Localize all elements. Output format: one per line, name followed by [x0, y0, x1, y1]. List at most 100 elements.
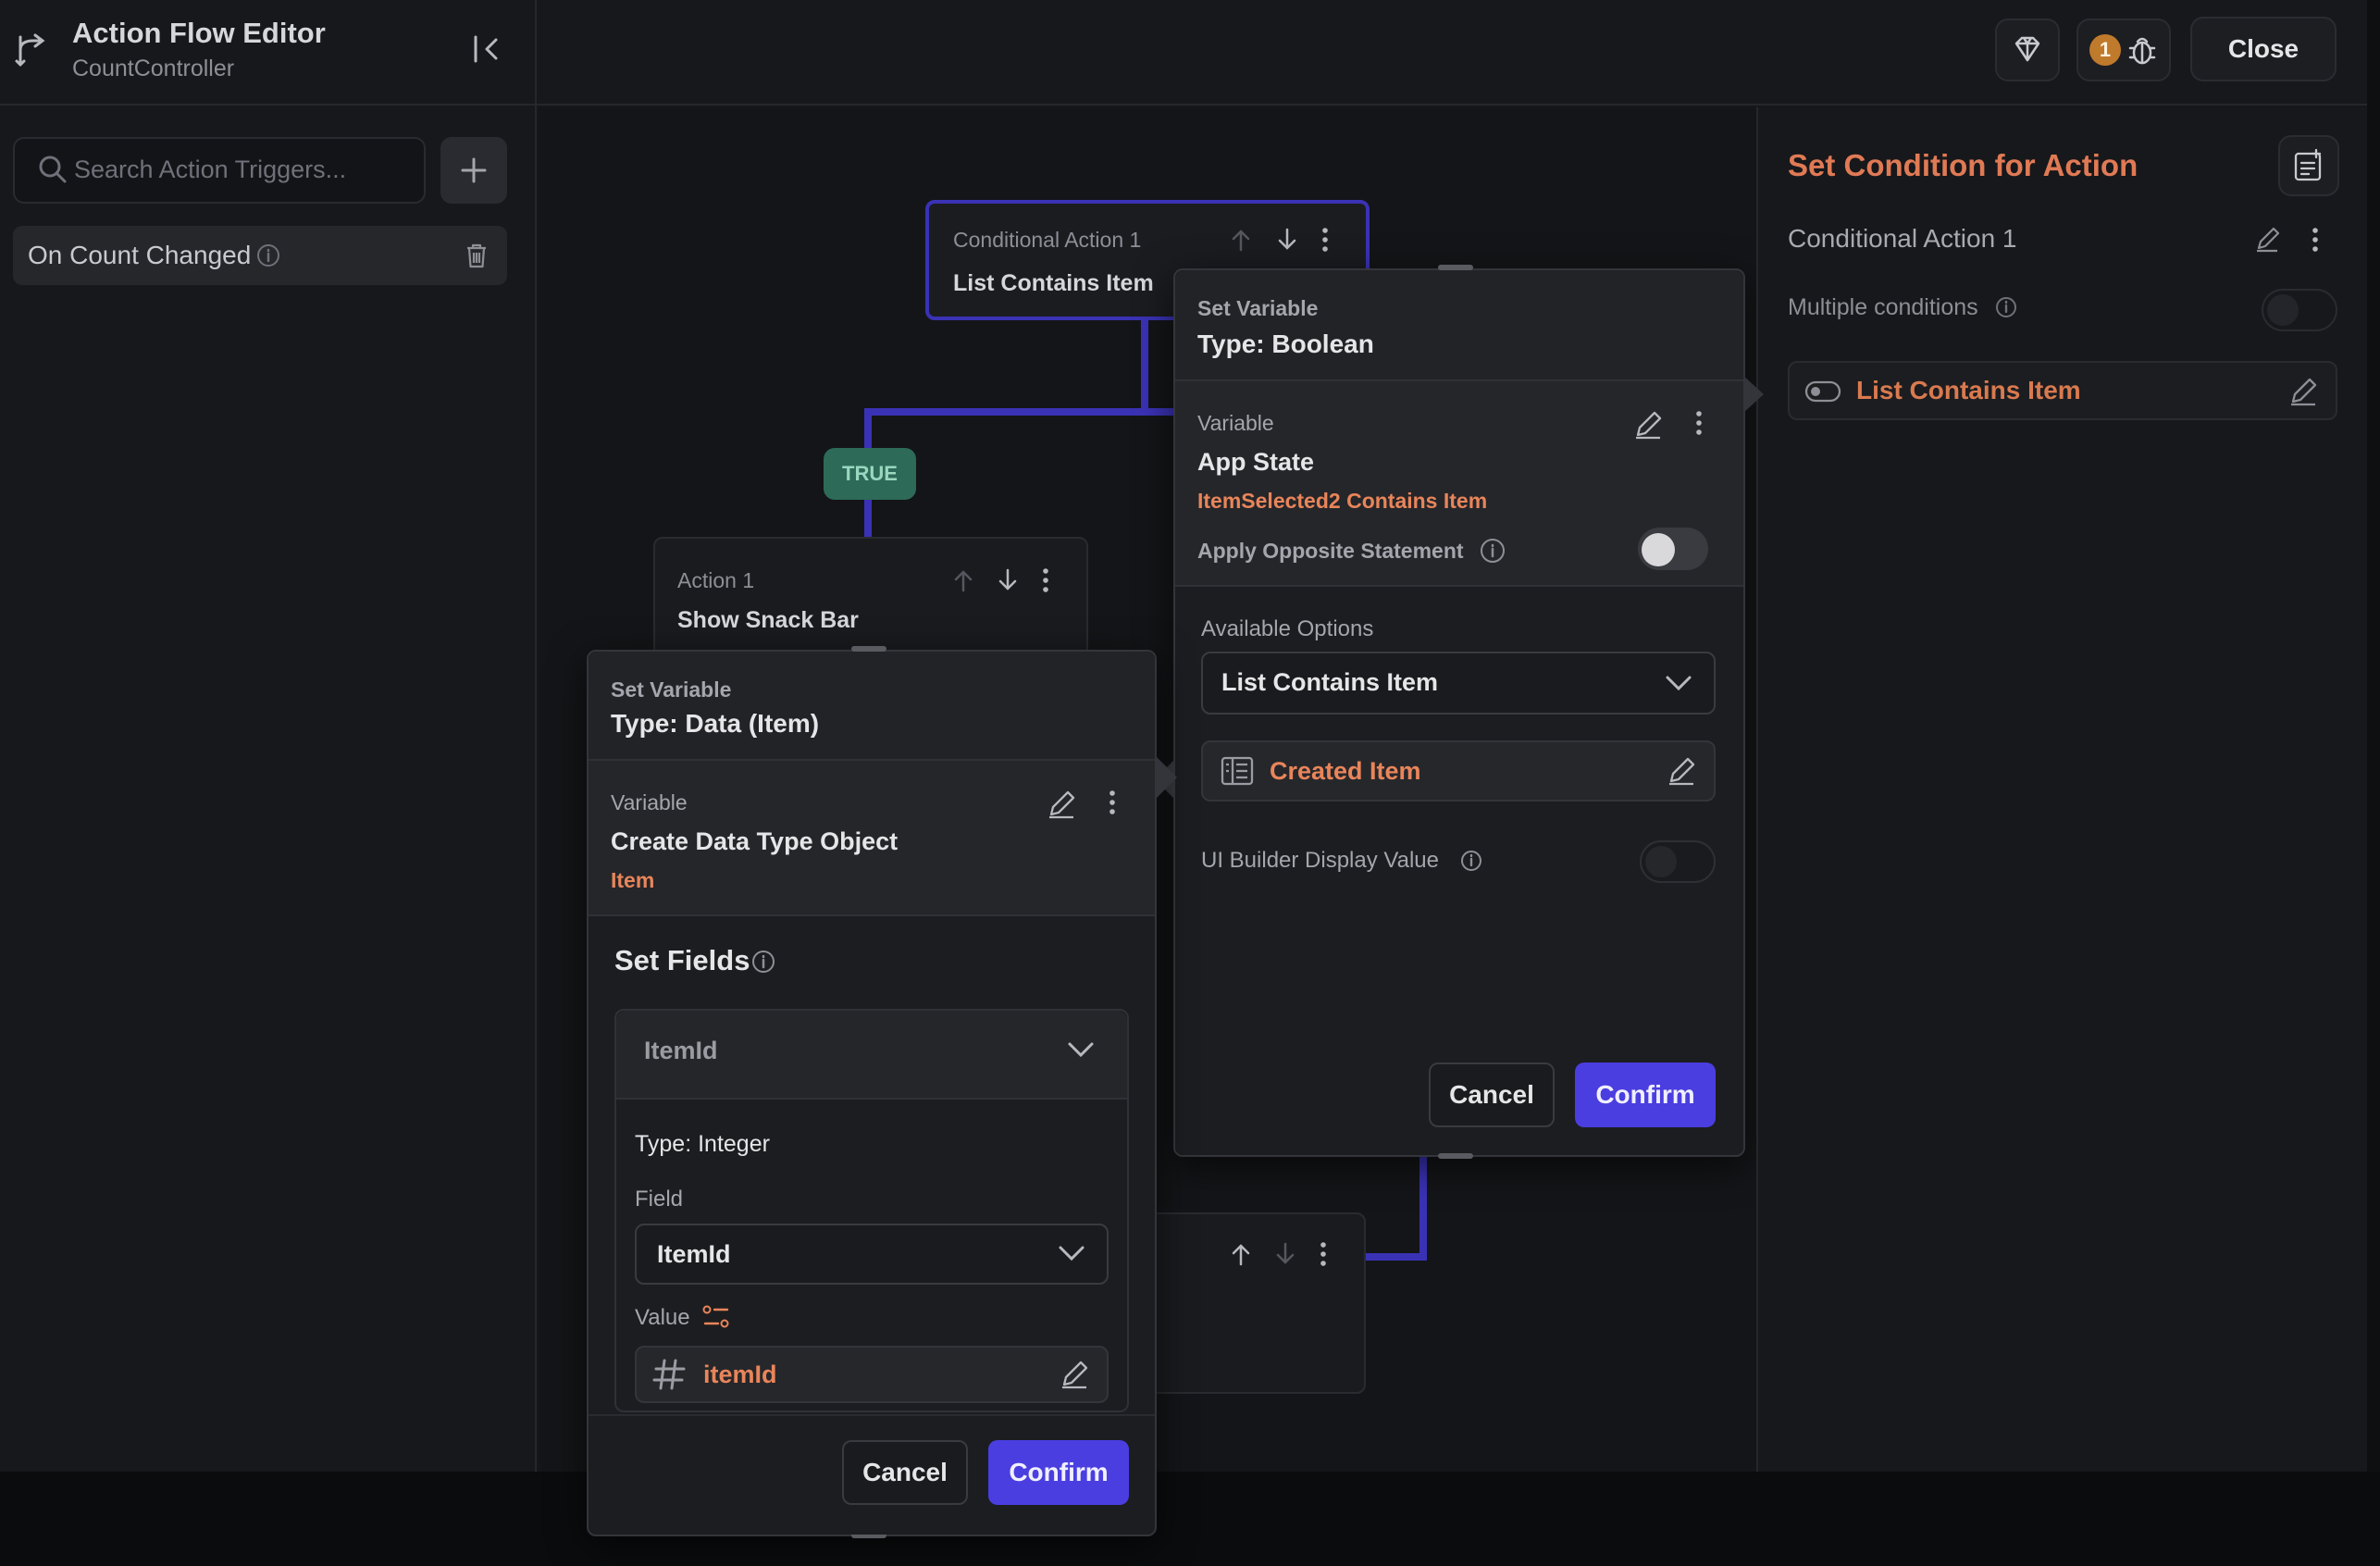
action-node-label: Action 1: [677, 568, 755, 592]
toggle-knob: [1645, 846, 1677, 877]
arrow-down-icon[interactable]: [1275, 226, 1299, 254]
variable-section: [589, 761, 1155, 916]
ui-builder-label: UI Builder Display Value: [1201, 848, 1440, 873]
value-label: Value: [635, 1305, 690, 1330]
available-options-dropdown[interactable]: [1201, 652, 1716, 715]
more-options-icon[interactable]: [2310, 226, 2321, 254]
edit-icon[interactable]: [1059, 1359, 1090, 1390]
add-note-button[interactable]: [2278, 135, 2339, 196]
issue-count-badge: 1: [2089, 34, 2121, 66]
type-label: Type: Integer: [635, 1131, 770, 1157]
value-text: itemId: [703, 1361, 777, 1388]
action-node[interactable]: [653, 537, 1088, 657]
condition-label: List Contains Item: [1856, 376, 2081, 404]
info-icon: [255, 242, 281, 268]
popup-header-type: Type: Boolean: [1197, 329, 1374, 358]
arrow-down-icon[interactable]: [1273, 1240, 1297, 1268]
selected-option: List Contains Item: [1221, 668, 1439, 696]
more-options-icon[interactable]: [1107, 789, 1118, 816]
toggle-knob: [2267, 294, 2299, 326]
edit-icon[interactable]: [2254, 226, 2282, 254]
note-add-icon: [2292, 148, 2325, 183]
info-icon: [1458, 848, 1484, 874]
variable-value: App State: [1197, 448, 1315, 476]
created-item-field[interactable]: [1201, 740, 1716, 802]
header-left: [0, 0, 537, 106]
conditional-node-label: Conditional Action 1: [953, 228, 1142, 252]
multiple-conditions-label: Multiple conditions: [1788, 294, 1978, 320]
cancel-button[interactable]: Cancel: [842, 1440, 968, 1505]
created-item-label: Created Item: [1270, 757, 1421, 785]
collapse-panel-icon[interactable]: [472, 33, 505, 65]
condition-panel-title: Set Condition for Action: [1788, 148, 2138, 182]
value-field[interactable]: [635, 1346, 1109, 1403]
condition-item[interactable]: [1788, 361, 2337, 420]
confirm-button[interactable]: Confirm: [1575, 1063, 1716, 1127]
field-select[interactable]: [616, 1011, 1127, 1100]
gem-button[interactable]: [1995, 19, 2060, 81]
edit-icon[interactable]: [2287, 376, 2319, 407]
chevron-down-icon: [1664, 672, 1693, 694]
connector-line: [1141, 318, 1148, 415]
popup-pointer: [1157, 757, 1177, 798]
variable-sub: ItemSelected2 Contains Item: [1197, 489, 1488, 513]
opposite-statement-label: Apply Opposite Statement: [1197, 539, 1464, 563]
field-select-value: ItemId: [644, 1037, 718, 1064]
arrow-up-icon[interactable]: [1229, 226, 1253, 254]
conditional-action-item: Conditional Action 1: [1788, 224, 2017, 253]
info-icon: [1479, 537, 1506, 565]
edit-icon[interactable]: [1666, 755, 1697, 787]
field-dropdown[interactable]: [635, 1224, 1109, 1285]
variable-source-icon[interactable]: [701, 1303, 731, 1331]
popup-header-type: Type: Data (Item): [611, 709, 820, 738]
more-options-icon[interactable]: [1320, 226, 1331, 254]
conditional-node-value: List Contains Item: [953, 270, 1154, 296]
drag-handle[interactable]: [851, 1533, 886, 1538]
arrow-down-icon[interactable]: [996, 566, 1020, 594]
more-options-icon[interactable]: [1693, 409, 1704, 437]
chevron-down-icon: [1057, 1242, 1086, 1264]
arrow-up-icon[interactable]: [951, 566, 975, 594]
variable-label: Variable: [611, 790, 688, 814]
page-title: Action Flow Editor: [72, 17, 326, 49]
action-node-partial[interactable]: [1147, 1212, 1366, 1394]
cancel-button[interactable]: Cancel: [1429, 1063, 1555, 1127]
connector-line: [1366, 1253, 1427, 1261]
search-input[interactable]: [13, 137, 426, 204]
variable-sub: Item: [611, 868, 655, 892]
edit-icon[interactable]: [1632, 409, 1664, 441]
confirm-button[interactable]: Confirm: [988, 1440, 1129, 1505]
popup-header: [1175, 270, 1743, 381]
connector-line: [1419, 1155, 1427, 1261]
add-trigger-button[interactable]: [440, 137, 507, 204]
hash-icon: [651, 1357, 687, 1392]
debug-button[interactable]: 1: [2076, 19, 2171, 81]
trigger-item-on-count-changed[interactable]: [13, 226, 507, 285]
set-fields-label: Set Fields: [614, 944, 750, 976]
connector-line: [864, 408, 1173, 416]
search-placeholder: Search Action Triggers...: [74, 155, 347, 183]
true-branch-label: TRUE: [824, 448, 916, 500]
close-button[interactable]: Close: [2190, 17, 2337, 81]
more-options-icon[interactable]: [1318, 1240, 1329, 1268]
field-label: Field: [635, 1187, 684, 1212]
chevron-down-icon: [1066, 1038, 1096, 1061]
drag-handle[interactable]: [1438, 265, 1473, 270]
trigger-label: On Count Changed: [28, 241, 252, 269]
drag-handle[interactable]: [1438, 1153, 1473, 1159]
popup-pointer: [1743, 376, 1764, 413]
flow-icon: [13, 31, 50, 70]
drag-handle[interactable]: [851, 646, 886, 652]
popup-header: [589, 652, 1155, 761]
trash-icon[interactable]: [463, 241, 490, 270]
available-options-label: Available Options: [1201, 616, 1374, 641]
popup-header-small: Set Variable: [1197, 296, 1319, 320]
gem-icon: [2011, 34, 2044, 66]
table-icon: [1220, 755, 1255, 787]
variable-label: Variable: [1197, 411, 1274, 435]
arrow-up-icon[interactable]: [1229, 1240, 1253, 1268]
edit-icon[interactable]: [1046, 789, 1077, 820]
info-icon: [1993, 294, 2019, 320]
toggle-knob: [1642, 533, 1675, 566]
more-options-icon[interactable]: [1040, 566, 1051, 594]
